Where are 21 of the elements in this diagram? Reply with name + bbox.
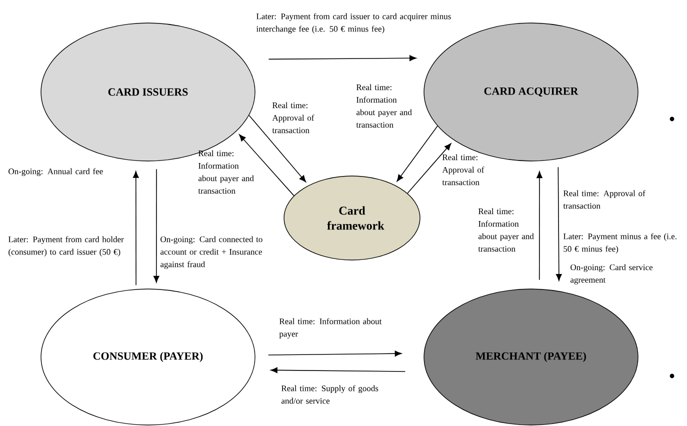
arrow — [248, 114, 306, 182]
edge-label: On-going: Card connected to account or credit + Insurance against fraud — [160, 236, 262, 269]
edge-label: Real time: Approval of transaction — [563, 190, 646, 209]
arrow — [153, 168, 160, 283]
edge-label: Real time: Information about payer and transaction — [356, 84, 412, 128]
edge-label: Real time: Approval of transaction — [272, 102, 314, 134]
arrow — [132, 171, 139, 286]
note-label: Later: Payment minus a fee (i.e. 50 € minus fee) — [563, 233, 676, 254]
note-label: On-going: Annual card fee — [8, 168, 103, 176]
arrow — [268, 350, 402, 356]
edge-label: Later: Payment from card holder (consumer) to card issuer (50 €) — [8, 236, 124, 256]
arrow — [556, 166, 562, 281]
arrow — [407, 143, 452, 194]
edge-label: Real time: Supply of goods and/or service — [281, 385, 378, 404]
edge-label: Real time: Information about payer — [279, 318, 382, 339]
arrow — [239, 134, 294, 196]
arrow — [270, 367, 406, 374]
edge-label: Real time: Information about payer and transaction — [478, 208, 534, 252]
arrow — [268, 55, 416, 62]
arrow — [396, 126, 438, 182]
arrow — [536, 171, 542, 280]
